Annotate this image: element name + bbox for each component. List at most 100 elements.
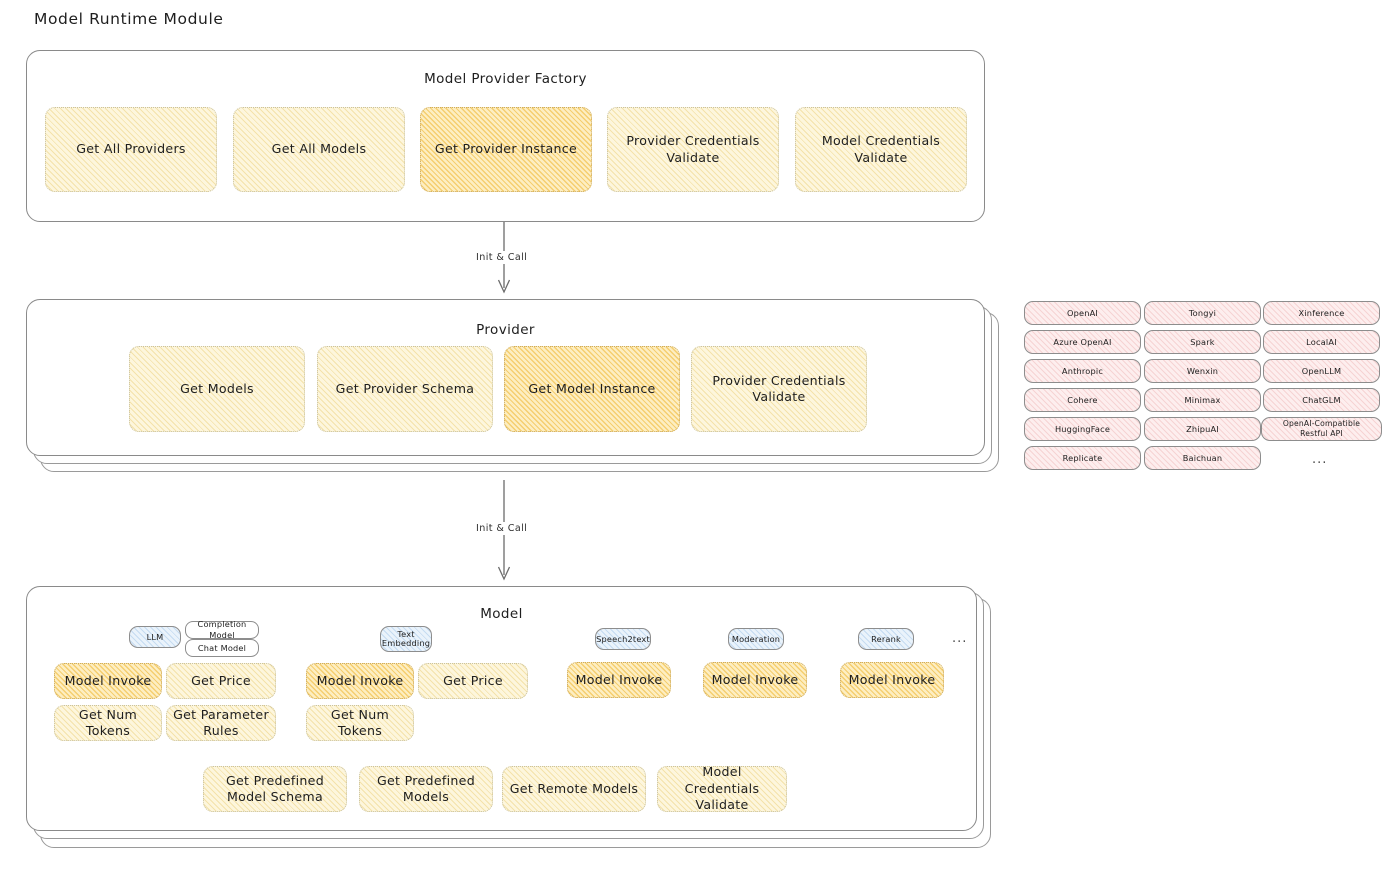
provider-chip-localai[interactable]: LocalAI (1263, 330, 1380, 354)
provider-chip-anthropic[interactable]: Anthropic (1024, 359, 1141, 383)
node-llm-get-parameter-rules[interactable]: Get Parameter Rules (166, 705, 276, 741)
provider-chip-replicate[interactable]: Replicate (1024, 446, 1141, 470)
node-label: Get Predefined Models (376, 772, 476, 804)
provider-chip-label: Baichuan (1182, 452, 1223, 463)
model-type-speech2text[interactable]: Speech2text (595, 628, 651, 650)
provider-chip-label: OpenAI-Compatible Restful API (1282, 419, 1361, 438)
provider-chip-label: LocalAI (1306, 336, 1337, 347)
node-label: Model Invoke (848, 671, 936, 687)
provider-chip-label: ChatGLM (1302, 394, 1341, 405)
node-label: Model Invoke (575, 671, 663, 687)
provider-chip-label: Cohere (1067, 394, 1098, 405)
provider-chip-chatglm[interactable]: ChatGLM (1263, 388, 1380, 412)
model-title: Model (480, 606, 523, 622)
node-text-embedding-model-invoke[interactable]: Model Invoke (306, 663, 414, 699)
provider-chip-spark[interactable]: Spark (1144, 330, 1261, 354)
provider-chip-label: HuggingFace (1054, 423, 1111, 434)
node-get-models[interactable]: Get Models (129, 346, 305, 432)
node-get-all-models[interactable]: Get All Models (233, 107, 405, 192)
node-model-credentials-validate[interactable]: Model Credentials Validate (795, 107, 967, 192)
provider-chip-wenxin[interactable]: Wenxin (1144, 359, 1261, 383)
node-get-predefined-models[interactable]: Get Predefined Models (359, 766, 493, 812)
model-type-rerank[interactable]: Rerank (858, 628, 914, 650)
node-llm-model-invoke[interactable]: Model Invoke (54, 663, 162, 699)
provider-chip-huggingface[interactable]: HuggingFace (1024, 417, 1141, 441)
provider-chip-label: Anthropic (1061, 365, 1104, 376)
provider-chip-openai[interactable]: OpenAI (1024, 301, 1141, 325)
provider-chip-label: Minimax (1184, 394, 1221, 405)
node-text-embedding-get-price[interactable]: Get Price (418, 663, 528, 699)
provider-chip-cohere[interactable]: Cohere (1024, 388, 1141, 412)
node-moderation-model-invoke[interactable]: Model Invoke (703, 662, 807, 698)
model-type-moderation[interactable]: Moderation (728, 628, 784, 650)
model-subtype-chat-model[interactable]: Chat Model (185, 639, 259, 657)
provider-chip-azure-openai[interactable]: Azure OpenAI (1024, 330, 1141, 354)
node-llm-get-num-tokens[interactable]: Get Num Tokens (54, 705, 162, 741)
node-label: Provider Credentials Validate (626, 133, 760, 165)
node-label: Get All Providers (76, 141, 186, 157)
node-rerank-model-invoke[interactable]: Model Invoke (840, 662, 944, 698)
provider-chip-baichuan[interactable]: Baichuan (1144, 446, 1261, 470)
model-type-label: LLM (146, 631, 164, 642)
node-label: Get Models (180, 380, 254, 396)
model-type-llm[interactable]: LLM (129, 626, 181, 648)
node-label: Get All Models (271, 141, 367, 157)
provider-chip-openai-compatible-restful-api[interactable]: OpenAI-Compatible Restful API (1261, 417, 1382, 441)
node-label: Get Parameter Rules (173, 706, 269, 738)
provider-list-ellipsis: ... (1312, 452, 1328, 467)
page-title: Model Runtime Module (34, 10, 224, 28)
provider-chip-xinference[interactable]: Xinference (1263, 301, 1380, 325)
node-llm-get-price[interactable]: Get Price (166, 663, 276, 699)
model-type-label: Text Embedding (381, 628, 431, 648)
node-text-embedding-get-num-tokens[interactable]: Get Num Tokens (306, 705, 414, 741)
provider-chip-minimax[interactable]: Minimax (1144, 388, 1261, 412)
node-label: Model Invoke (316, 672, 404, 688)
node-model-credentials-validate-3[interactable]: Model Credentials Validate (657, 764, 787, 813)
model-subtype-label: Completion Model (197, 619, 247, 640)
model-provider-factory-title: Model Provider Factory (424, 71, 587, 87)
arrow-label-init-call-1: Init & Call (472, 251, 532, 264)
node-label: Model Invoke (711, 671, 799, 687)
node-provider-credentials-validate-2[interactable]: Provider Credentials Validate (691, 346, 867, 432)
node-get-predefined-model-schema[interactable]: Get Predefined Model Schema (203, 766, 347, 812)
model-type-text-embedding[interactable]: Text Embedding (380, 626, 432, 652)
provider-chip-label: OpenLLM (1301, 365, 1342, 376)
node-get-provider-instance[interactable]: Get Provider Instance (420, 107, 592, 192)
node-label: Get Model Instance (528, 380, 656, 396)
provider-chip-label: Azure OpenAI (1053, 336, 1112, 347)
node-label: Get Num Tokens (78, 706, 138, 738)
provider-chip-label: Spark (1190, 336, 1215, 347)
node-label: Provider Credentials Validate (712, 372, 846, 404)
provider-chip-label: OpenAI (1066, 307, 1099, 318)
arrow-label-init-call-2: Init & Call (472, 522, 532, 535)
node-get-provider-schema[interactable]: Get Provider Schema (317, 346, 493, 432)
provider-chip-openllm[interactable]: OpenLLM (1263, 359, 1380, 383)
model-type-label: Rerank (871, 633, 901, 644)
provider-chip-label: ZhipuAI (1186, 423, 1219, 434)
node-label: Get Price (443, 672, 503, 688)
model-subtype-label: Chat Model (197, 642, 247, 653)
provider-chip-label: Xinference (1298, 307, 1345, 318)
node-get-remote-models[interactable]: Get Remote Models (502, 766, 646, 812)
node-label: Get Remote Models (509, 780, 639, 796)
model-type-label: Speech2text (596, 633, 650, 644)
node-label: Model Credentials Validate (821, 133, 941, 165)
provider-chip-zhipuai[interactable]: ZhipuAI (1144, 417, 1261, 441)
node-label: Model Credentials Validate (684, 764, 760, 813)
node-label: Get Price (191, 672, 251, 688)
model-types-ellipsis: ... (952, 631, 968, 646)
node-label: Get Num Tokens (330, 706, 390, 738)
node-speech2text-model-invoke[interactable]: Model Invoke (567, 662, 671, 698)
node-label: Get Provider Schema (335, 380, 475, 396)
provider-chip-label: Wenxin (1186, 365, 1219, 376)
provider-chip-label: Tongyi (1188, 307, 1217, 318)
model-subtype-completion-model[interactable]: Completion Model (185, 619, 259, 640)
provider-title: Provider (476, 322, 535, 338)
node-label: Get Provider Instance (434, 141, 578, 157)
node-get-model-instance[interactable]: Get Model Instance (504, 346, 680, 432)
provider-chip-tongyi[interactable]: Tongyi (1144, 301, 1261, 325)
node-provider-credentials-validate[interactable]: Provider Credentials Validate (607, 107, 779, 192)
node-get-all-providers[interactable]: Get All Providers (45, 107, 217, 192)
provider-chip-label: Replicate (1062, 452, 1103, 463)
